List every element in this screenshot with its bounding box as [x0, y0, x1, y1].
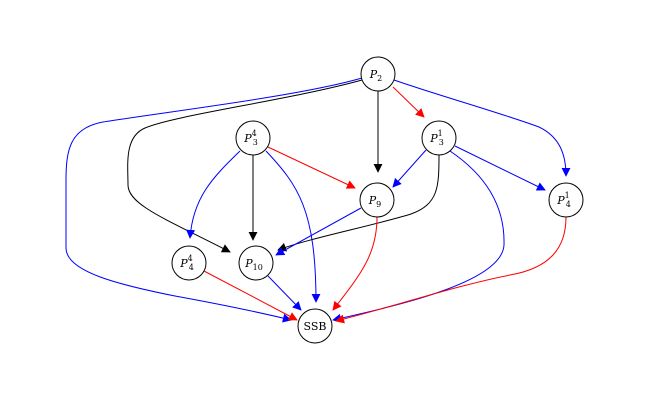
edge-p9-to-p10 [275, 207, 362, 256]
node-label-superscript: 1 [438, 129, 443, 138]
edge-p9-to-ssb [332, 216, 378, 311]
edge-p4-4-to-ssb [203, 270, 298, 321]
node-label-subscript: 4 [189, 263, 194, 272]
edge-p4-1-to-ssb [335, 216, 567, 324]
node-label-base: P [368, 194, 377, 207]
edges-layer [65, 77, 571, 324]
node-label-base: SSB [304, 320, 327, 333]
edge-p2-to-p4-1 [393, 79, 571, 177]
edge-p3-1-to-p9 [392, 149, 427, 188]
node-label: P2 [369, 68, 383, 83]
edge-p2-to-p10 [127, 79, 363, 253]
node-label-base: P [179, 257, 188, 270]
node-label: P9 [368, 194, 382, 209]
node-label-superscript: 4 [252, 129, 257, 138]
edge-p3-1-to-ssb [332, 150, 505, 323]
edge-p2-to-ssb [65, 77, 363, 323]
edge-p2-to-p3-1 [392, 86, 425, 118]
node-circle [359, 182, 395, 218]
edge-p10-to-ssb [267, 275, 302, 311]
node-label-subscript: 2 [377, 74, 382, 83]
edge-p3-4-to-p4-4 [186, 150, 241, 239]
node-circle [238, 245, 274, 281]
node-ssb: SSB [297, 308, 333, 344]
node-label-subscript: 3 [253, 138, 258, 147]
node-label-base: P [369, 68, 378, 81]
node-label-base: P [243, 132, 252, 145]
node-label-subscript: 3 [439, 138, 444, 147]
node-label-base: P [556, 194, 565, 207]
node-label: SSB [304, 320, 327, 333]
node-p10: P10 [238, 245, 274, 281]
node-label-subscript: 9 [376, 200, 381, 209]
edge-p3-4-to-ssb [265, 150, 321, 303]
node-circle [171, 245, 207, 281]
node-label-base: P [429, 132, 438, 145]
node-p2: P2 [360, 56, 396, 92]
edge-p3-4-to-p9 [267, 146, 356, 189]
node-circle [360, 56, 396, 92]
node-circle [548, 182, 584, 218]
node-circle [297, 308, 333, 344]
edge-p3-1-to-p10 [277, 154, 440, 252]
node-label-superscript: 1 [565, 191, 570, 200]
node-circle [421, 120, 457, 156]
node-label-base: P [244, 257, 253, 270]
node-label-subscript: 4 [566, 200, 571, 209]
node-circle [235, 120, 271, 156]
node-label-subscript: 10 [253, 263, 263, 272]
node-label: P10 [244, 257, 263, 272]
edge-p3-1-to-p4-1 [454, 145, 546, 191]
node-p9: P9 [359, 182, 395, 218]
node-label-superscript: 4 [188, 254, 193, 263]
